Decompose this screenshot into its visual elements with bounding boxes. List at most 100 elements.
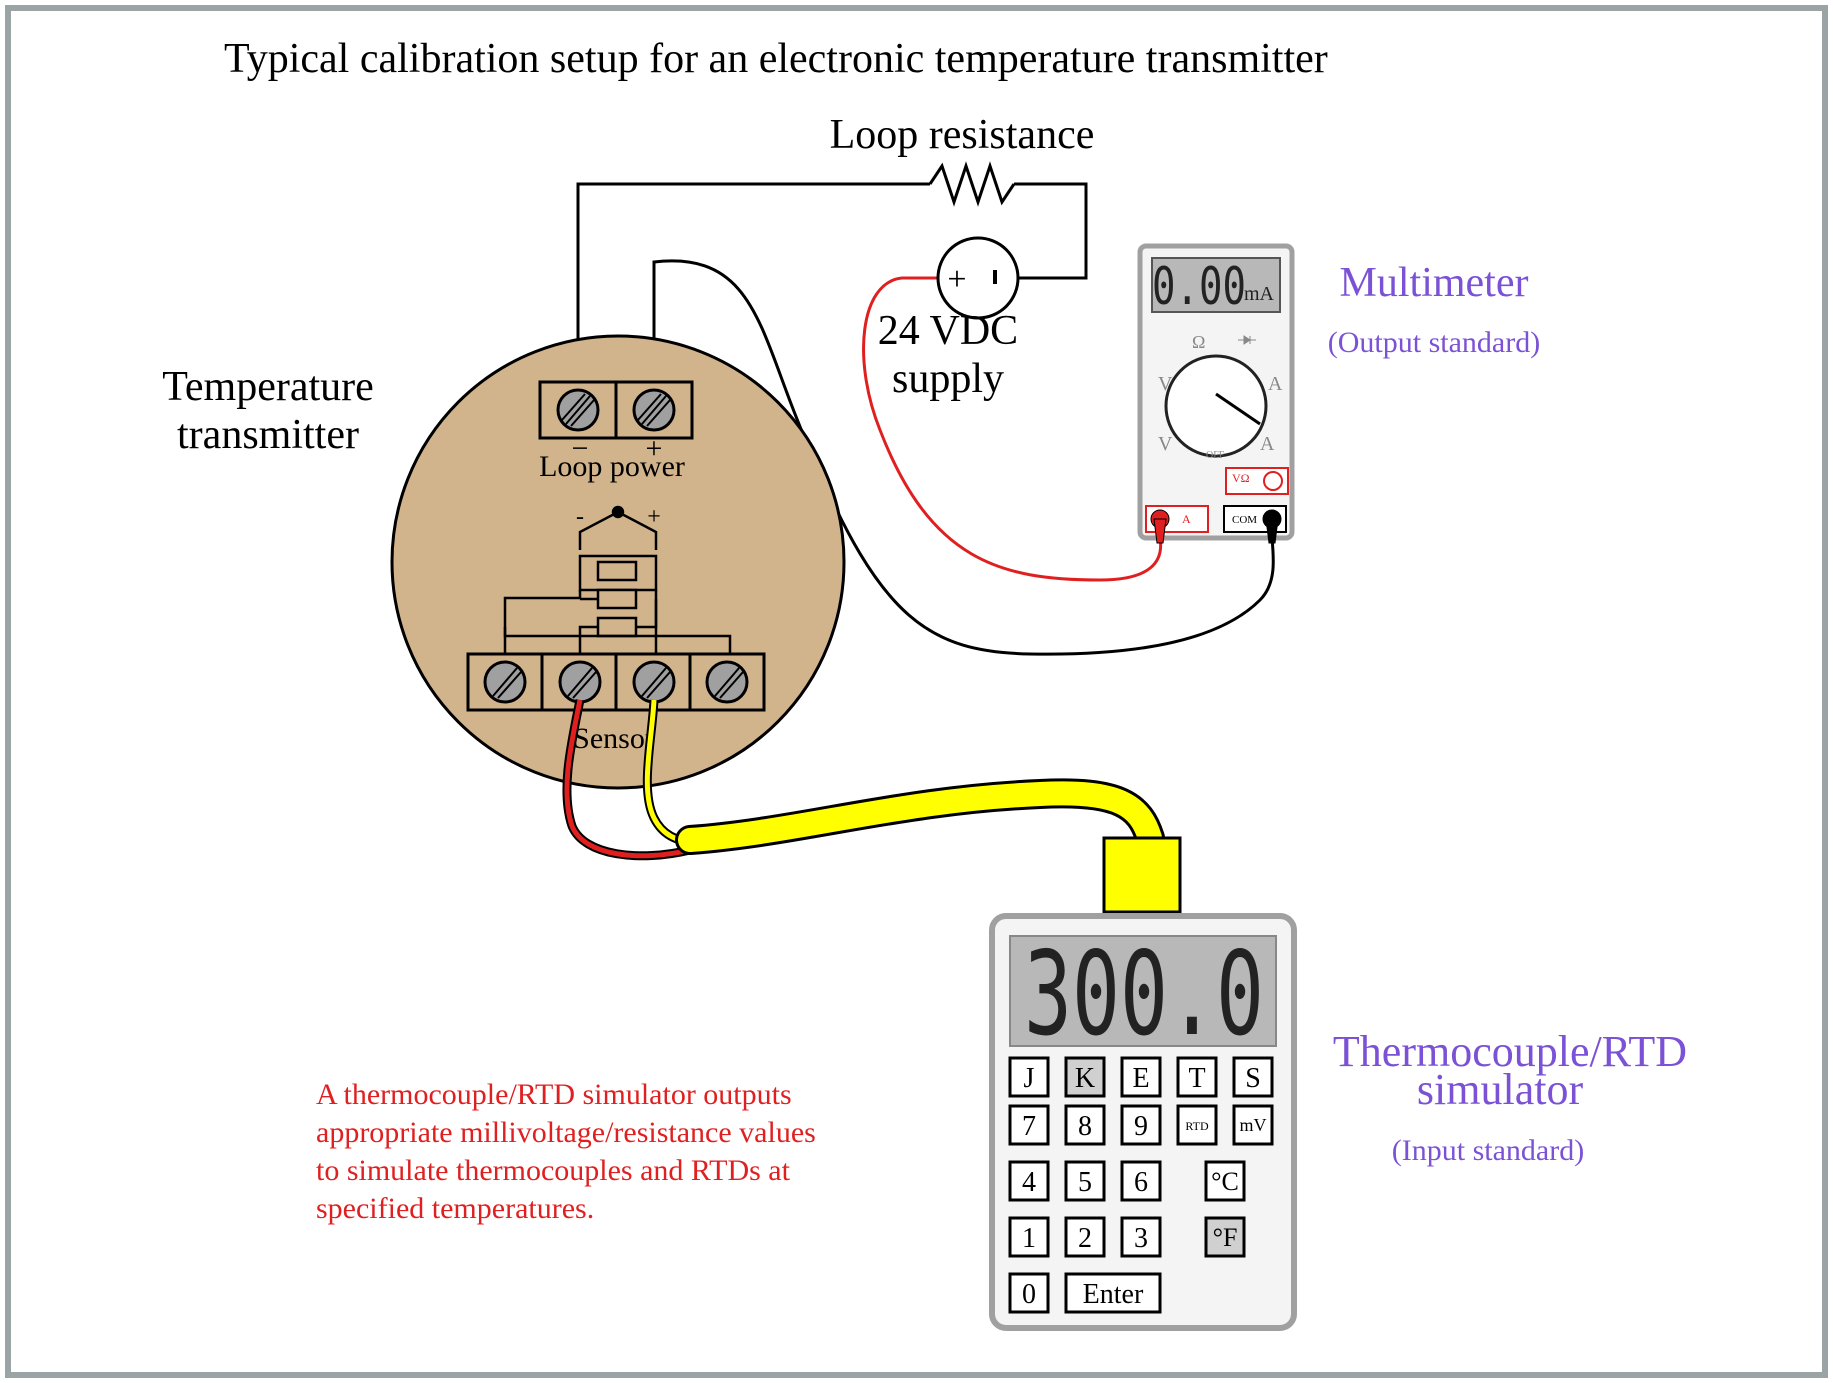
red-probe-plug <box>1153 518 1167 544</box>
loop-power-terminals <box>538 380 694 440</box>
multimeter-dial[interactable] <box>1164 354 1268 458</box>
dial-ohm-label: Ω <box>1192 332 1205 352</box>
key-7[interactable] <box>1008 1104 1050 1146</box>
supply-label-line1: 24 VDC <box>878 308 1018 354</box>
simulator-display <box>1009 935 1277 1047</box>
multimeter-unit: mA <box>1244 283 1275 305</box>
dc-supply: + <box>936 236 1020 320</box>
key-6[interactable] <box>1120 1160 1162 1202</box>
supply-plus-sign: + <box>947 261 966 298</box>
black-probe-plug <box>1265 518 1279 544</box>
key-t[interactable] <box>1176 1056 1218 1098</box>
simulator-subtitle: (Input standard) <box>1392 1134 1584 1167</box>
key-j-label: J <box>1024 1063 1035 1094</box>
loop-plus-mark: + <box>646 432 663 465</box>
multimeter-display <box>1151 257 1281 313</box>
simulator-cable <box>678 781 1162 852</box>
loop-wire-top-right <box>1014 182 1088 280</box>
note-line3: to simulate thermocouples and RTDs at <box>316 1154 791 1187</box>
key-0[interactable] <box>1008 1272 1050 1314</box>
diagram-title: Typical calibration setup for an electro… <box>224 36 1328 82</box>
dial-vac-label: V <box>1158 373 1173 395</box>
explanatory-note: A thermocouple/RTD simulator outputs app… <box>316 1078 816 1225</box>
key-8-label: 8 <box>1078 1111 1092 1142</box>
keypad: J K E T S 7 <box>1008 1056 1274 1314</box>
loop-minus-mark: − <box>572 432 589 465</box>
key-enter[interactable] <box>1064 1272 1162 1314</box>
red-sensor-lead <box>564 699 691 859</box>
key-1-label: 1 <box>1022 1223 1036 1254</box>
key-e[interactable] <box>1120 1056 1162 1098</box>
note-line1: A thermocouple/RTD simulator outputs <box>316 1078 792 1111</box>
key-5-label: 5 <box>1078 1167 1092 1198</box>
sensor-input-schematic: - + <box>503 504 732 654</box>
loop-wire-to-com <box>652 259 1275 656</box>
terminal-screw-negative[interactable] <box>556 388 600 432</box>
key-fahrenheit-label: °F <box>1213 1223 1238 1252</box>
key-6-label: 6 <box>1134 1167 1148 1198</box>
loop-wiring <box>576 161 1275 656</box>
key-s-label: S <box>1245 1063 1261 1094</box>
transmitter-label-line2: transmitter <box>177 412 359 458</box>
simulator-reading: 300.0 <box>1024 927 1264 1062</box>
key-t-label: T <box>1188 1063 1205 1094</box>
note-line2: appropriate millivoltage/resistance valu… <box>316 1116 816 1149</box>
key-rtd[interactable] <box>1176 1104 1218 1146</box>
red-test-lead <box>862 276 1163 582</box>
key-j[interactable] <box>1008 1056 1050 1098</box>
supply-symbol <box>936 236 1020 320</box>
sensor-minus-mark: - <box>576 504 584 530</box>
simulator-title-line1: Thermocouple/RTD <box>1333 1027 1687 1076</box>
dial-vdc-label: V <box>1158 433 1173 455</box>
key-rtd-label: RTD <box>1185 1119 1209 1133</box>
sensor-plus-mark: + <box>647 504 661 530</box>
sensor-screw-2[interactable] <box>558 660 602 704</box>
key-1[interactable] <box>1008 1216 1050 1258</box>
multimeter-title: Multimeter <box>1340 260 1529 306</box>
resistor-symbol <box>928 161 1016 207</box>
key-enter-label: Enter <box>1083 1279 1144 1310</box>
sensor-screw-3[interactable] <box>632 660 676 704</box>
key-2[interactable] <box>1064 1216 1106 1258</box>
sensor-terminals <box>466 652 766 712</box>
key-7-label: 7 <box>1022 1111 1036 1142</box>
multimeter-reading: 0.00 <box>1152 257 1246 317</box>
key-k-label: K <box>1075 1063 1095 1094</box>
terminal-screw-positive[interactable] <box>632 388 676 432</box>
key-s[interactable] <box>1232 1056 1274 1098</box>
vohm-jack[interactable] <box>1263 471 1283 491</box>
vohm-jack-label: VΩ <box>1232 471 1250 485</box>
diagram-frame <box>5 5 1828 1378</box>
key-fahrenheit[interactable] <box>1204 1216 1246 1258</box>
key-4[interactable] <box>1008 1160 1050 1202</box>
key-e-label: E <box>1132 1063 1149 1094</box>
key-3-label: 3 <box>1134 1223 1148 1254</box>
simulator: 300.0 J K E T S <box>989 913 1297 1331</box>
key-8[interactable] <box>1064 1104 1106 1146</box>
dial-pointer <box>1215 392 1261 426</box>
simulator-connector[interactable] <box>1102 836 1182 914</box>
key-mv-label: mV <box>1240 1115 1267 1135</box>
key-mv[interactable] <box>1232 1104 1274 1146</box>
key-2-label: 2 <box>1078 1223 1092 1254</box>
loop-wire-negative <box>576 182 930 340</box>
note-line4: specified temperatures. <box>316 1192 594 1225</box>
sensor-screw-1[interactable] <box>483 660 527 704</box>
key-4-label: 4 <box>1022 1167 1036 1198</box>
multimeter: 0.00 mA Ω V A V A OFF VΩ A COM <box>1137 243 1295 544</box>
dial-off-label: OFF <box>1206 450 1225 461</box>
loop-resistance-label: Loop resistance <box>830 112 1095 158</box>
sensor-screw-4[interactable] <box>705 660 749 704</box>
key-0-label: 0 <box>1022 1279 1036 1310</box>
key-9[interactable] <box>1120 1104 1162 1146</box>
key-5[interactable] <box>1064 1160 1106 1202</box>
dial-aac-label: A <box>1268 373 1283 395</box>
loop-power-label: Loop power <box>539 450 685 483</box>
key-k[interactable] <box>1064 1056 1106 1098</box>
key-celsius[interactable] <box>1204 1160 1246 1202</box>
key-3[interactable] <box>1120 1216 1162 1258</box>
transmitter-label-line1: Temperature <box>162 364 374 410</box>
simulator-title-line2: simulator <box>1417 1065 1584 1114</box>
key-9-label: 9 <box>1134 1111 1148 1142</box>
